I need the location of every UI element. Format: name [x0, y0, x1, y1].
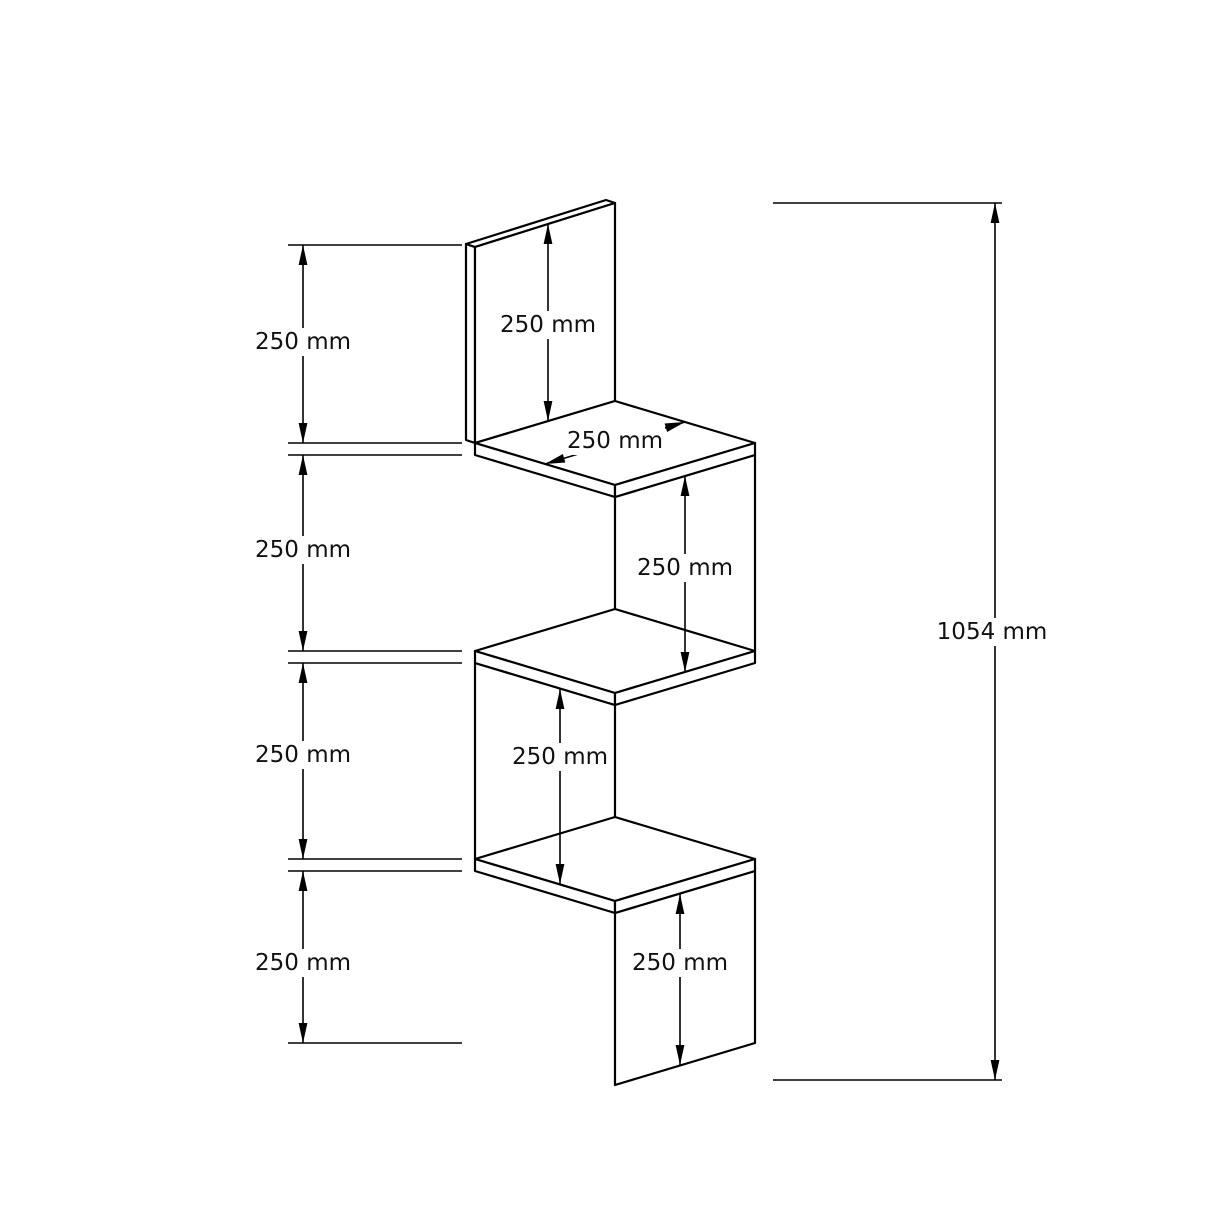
back-panel-left-edge — [464, 242, 477, 445]
label-bg — [565, 427, 665, 455]
dim-label-upper-right-panel: 250 mm — [637, 555, 733, 581]
dim-label-left-segment-2: 250 mm — [255, 537, 351, 563]
shelf-3-front-right-edge — [613, 857, 757, 915]
label-bg — [937, 618, 1049, 646]
label-bg — [630, 949, 730, 977]
dim-label-back-panel: 250 mm — [500, 312, 596, 338]
label-bg — [498, 311, 598, 339]
shelf-2-front-right-edge — [613, 649, 757, 707]
label-bg — [253, 949, 353, 977]
dim-label-left-segment-4: 250 mm — [255, 950, 351, 976]
dim-label-middle-left-panel: 250 mm — [512, 744, 608, 770]
dim-label-overall-height: 1054 mm — [937, 619, 1048, 645]
dim-label-left-segment-3: 250 mm — [255, 742, 351, 768]
label-bg — [253, 328, 353, 356]
label-bg — [253, 741, 353, 769]
label-bg — [635, 554, 735, 582]
label-bg — [510, 743, 610, 771]
extension-lines — [288, 202, 1002, 1081]
dimension-labels: 250 mm 250 mm 250 mm 250 mm 250 mm 250 m… — [255, 312, 1047, 976]
dim-label-bottom-right-panel: 250 mm — [632, 950, 728, 976]
label-bg — [253, 536, 353, 564]
dim-label-left-segment-1: 250 mm — [255, 329, 351, 355]
dim-label-shelf-depth: 250 mm — [567, 428, 663, 454]
shelf-1-front-right-edge — [613, 441, 757, 499]
label-backgrounds — [253, 311, 1049, 977]
